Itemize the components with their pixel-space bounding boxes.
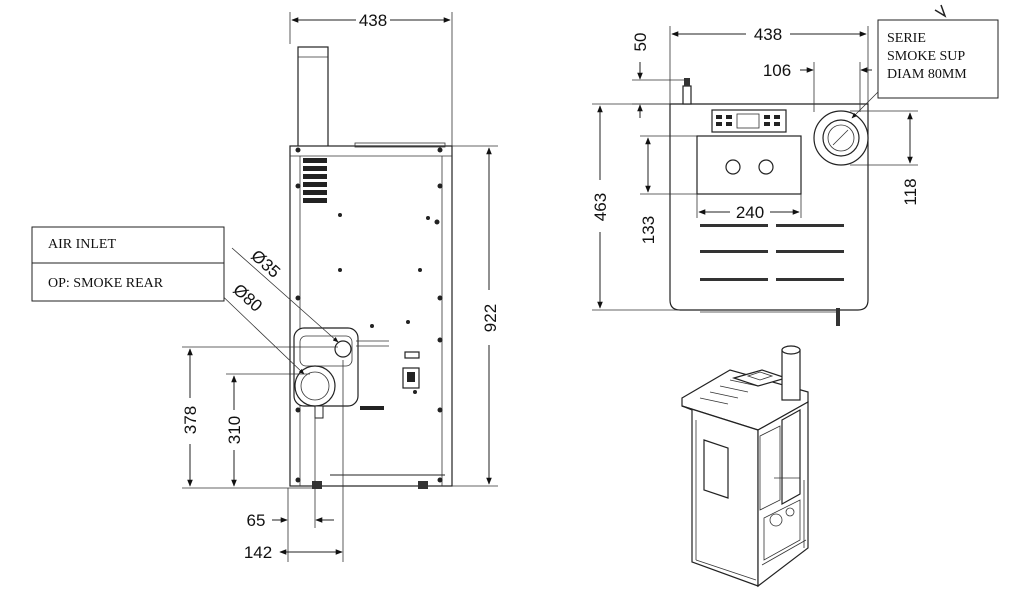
rear-feet (312, 474, 445, 489)
rear-flue-pipe (297, 46, 329, 148)
rear-stove-body (289, 145, 453, 487)
serie-line-2: SMOKE SUP (887, 49, 965, 64)
dim-top-118: 118 (901, 178, 920, 205)
dim-top-240: 240 (736, 203, 764, 222)
dim-diam-35: Ø35 (247, 246, 284, 282)
dim-height-378: 378 (181, 406, 200, 434)
dim-top-50: 50 (631, 33, 650, 52)
iso-front-face (681, 405, 759, 587)
air-inlet-label-box: AIR INLET (31, 226, 225, 264)
dim-rear-width: 438 (359, 11, 387, 30)
dim-top-width: 438 (754, 25, 782, 44)
iso-flue-pipe (781, 349, 801, 401)
isometric-view (681, 345, 809, 588)
dim-rear-height: 922 (481, 304, 500, 332)
control-panel (711, 109, 787, 133)
top-view-dimensions: 438 50 106 463 133 240 118 (591, 25, 920, 311)
top-fitting (682, 78, 692, 105)
dim-height-310: 310 (225, 416, 244, 444)
dim-top-106: 106 (763, 61, 791, 80)
power-socket (402, 351, 420, 389)
dim-offset-142: 142 (244, 543, 272, 562)
top-smoke-outlet (813, 110, 869, 166)
rear-view (289, 46, 453, 489)
top-view (669, 78, 869, 326)
smoke-rear-label-box: OP: SMOKE REAR (31, 262, 225, 302)
dim-diam-80: Ø80 (229, 280, 266, 316)
air-inlet-label: AIR INLET (48, 237, 116, 252)
smoke-sup-label-box: SERIE SMOKE SUP DIAM 80MM (851, 4, 999, 119)
serie-line-1: SERIE (887, 31, 926, 46)
pellet-lid (696, 135, 802, 195)
dim-top-133: 133 (639, 216, 658, 244)
rear-screws (295, 147, 443, 483)
dim-offset-65: 65 (247, 511, 266, 530)
serie-line-3: DIAM 80MM (887, 67, 967, 82)
op-smoke-rear-label: OP: SMOKE REAR (48, 276, 164, 291)
rear-smoke-outlet (293, 327, 389, 419)
rear-vent-slots (303, 158, 327, 203)
top-vent-slots (700, 224, 844, 281)
dim-top-463: 463 (591, 193, 610, 221)
iso-front-window (703, 439, 729, 499)
